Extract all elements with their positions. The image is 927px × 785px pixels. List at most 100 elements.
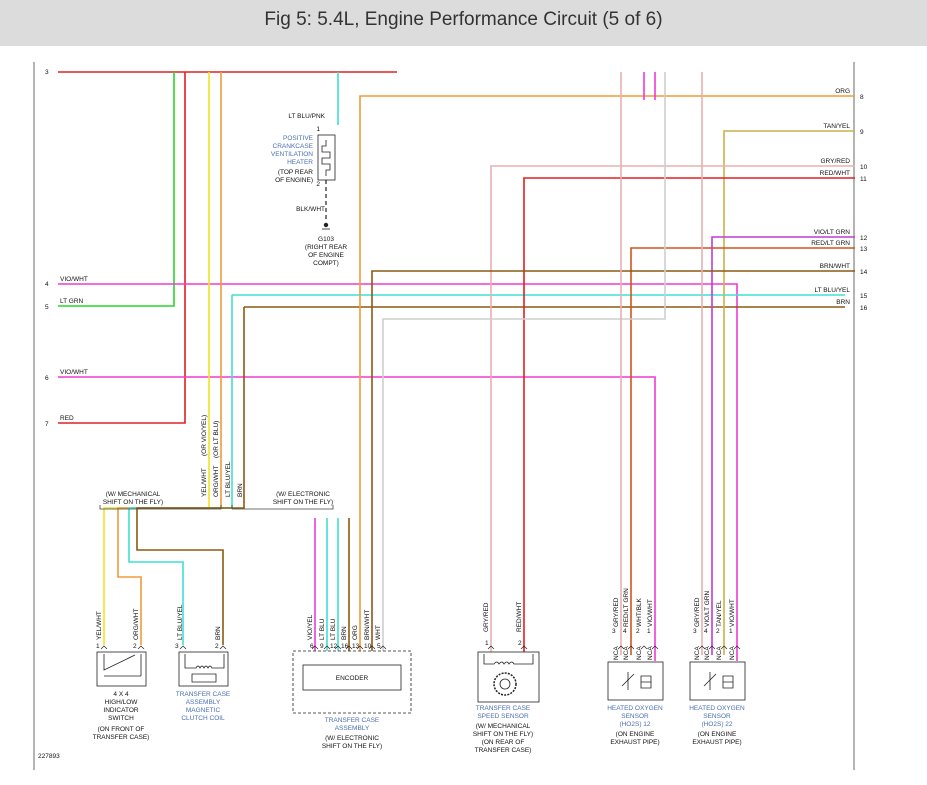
splice-mech-2: SHIFT ON THE FLY)	[103, 499, 163, 506]
ho2s22-location-2: EXHAUST PIPE)	[692, 739, 741, 746]
wire-green-5	[58, 72, 175, 307]
ho2s12-name-1: HEATED OXYGEN	[607, 705, 663, 712]
pcv-wire-top-label: LT BLU/PNK	[288, 113, 325, 120]
pin-11: 11	[860, 176, 867, 183]
speed-note-2: SHIFT ON THE FLY)	[473, 731, 533, 738]
wire-gryred-10	[490, 165, 855, 655]
vlabel-brn: BRN	[237, 483, 244, 497]
clutch-pin-3: 3	[175, 643, 179, 650]
label-gry-red: GRY/RED	[821, 158, 851, 165]
encoder-assembly: VIO/YEL LT BLU LT BLU BRN ORG BRN/WHT WH…	[292, 610, 412, 750]
clutch-wire-2: BRN	[215, 626, 222, 640]
wire-brnwht-14	[371, 270, 855, 655]
ho2s12-code-1: NCA	[613, 646, 620, 660]
connector-arrows	[100, 645, 741, 650]
enc-pin-12: 12	[330, 643, 338, 650]
splice-labels: (W/ MECHANICAL SHIFT ON THE FLY) (W/ ELE…	[103, 491, 333, 506]
ho2s12-wire-4: VIO/WHT	[647, 599, 654, 627]
switch-pin-2: 2	[133, 643, 137, 650]
ho2s22-wire-2: VIO/LT GRN	[704, 590, 711, 627]
pin-10: 10	[860, 164, 868, 171]
ho2s12-name-2: SENSOR	[621, 713, 649, 720]
splice-mech-1: (W/ MECHANICAL	[106, 491, 161, 498]
wire-redltgrn-13	[630, 247, 855, 655]
ho2s22-pin-4: 4	[704, 628, 708, 635]
splice-elec-2: SHIFT ON THE FLY)	[273, 499, 333, 506]
pcv-name-4: HEATER	[287, 159, 313, 166]
ho2s12-code-2: NCA	[623, 646, 630, 660]
enc-pin-13: 13	[352, 643, 360, 650]
ho2s22-name-2: SENSOR	[703, 713, 731, 720]
ho2s12-pin-2: 2	[636, 628, 640, 635]
speed-sensor: GRY/RED RED/WHT 1 2 TRANSFER CASE SPEED …	[473, 602, 540, 754]
ho2s22-wire-4: VIO/WHT	[729, 599, 736, 627]
encoder-box	[302, 664, 402, 691]
left-pin-numbers: 3 4 5 6 7	[45, 69, 49, 428]
clutch-name-1: TRANSFER CASE	[176, 691, 231, 698]
enc-pin-9: 9	[320, 643, 324, 650]
enc-wire-4: BRN	[341, 626, 348, 640]
left-wires	[58, 71, 845, 661]
wire-violet-6	[58, 376, 656, 661]
ho2s22-wire-1: GRY/RED	[694, 597, 701, 627]
enc-wire-7: WHT	[375, 625, 382, 640]
title-bar: Fig 5: 5.4L, Engine Performance Circuit …	[0, 0, 927, 46]
wire-yellow	[103, 72, 210, 645]
pin-4: 4	[45, 281, 49, 288]
ho2s22-location-1: (ON ENGINE	[698, 731, 737, 738]
pin-3: 3	[45, 69, 49, 76]
enc-pin-6: 6	[310, 643, 314, 650]
splice-brackets	[99, 505, 334, 510]
enc-pin-16: 16	[341, 643, 349, 650]
speed-wire-2: RED/WHT	[516, 602, 523, 632]
ho2s12-pin-3: 3	[612, 628, 616, 635]
ground-label-4: COMPT)	[313, 260, 339, 267]
clutch-name-2: ASSEMBLY	[186, 699, 221, 706]
clutch-name-3: MAGNETIC	[186, 707, 221, 714]
pcv-heater: LT BLU/PNK 1 POSITIVE CRANKCASE VENTILAT…	[271, 113, 348, 267]
speed-pin-1: 1	[485, 640, 489, 647]
wire-wht	[382, 72, 666, 655]
label-brn-wht: BRN/WHT	[820, 263, 850, 270]
pin-7: 7	[45, 421, 49, 428]
wire-red-7	[58, 72, 186, 424]
ho2s22-name-1: HEATED OXYGEN	[689, 705, 745, 712]
wire-tan-9	[723, 130, 855, 655]
ho2s22-code-1: NCA	[694, 646, 701, 660]
enc-wire-3: LT BLU	[330, 618, 337, 640]
label-vio-lt-grn: VIO/LT GRN	[814, 229, 851, 236]
pcv-name-2: CRANKCASE	[273, 143, 314, 150]
switch-pin-1: 1	[96, 643, 100, 650]
oxygen-sensor-icon	[621, 672, 652, 690]
switch-name-4: SWITCH	[108, 715, 134, 722]
speed-note-4: TRANSFER CASE)	[475, 747, 532, 754]
pcv-wire-bottom-label: BLK/WHT	[296, 206, 325, 213]
ho2s12-pin-4: 4	[623, 628, 627, 635]
enc-wire-5: ORG	[352, 625, 359, 640]
clutch-name-4: CLUTCH COIL	[181, 715, 225, 722]
pcv-pin-2: 2	[316, 181, 320, 188]
wire-org-8	[359, 95, 855, 655]
pin-15: 15	[860, 293, 868, 300]
switch-location-1: (ON FRONT OF	[98, 726, 145, 733]
pin-16: 16	[860, 305, 868, 312]
wire-violtgrn-12	[711, 236, 855, 655]
right-wires	[314, 72, 855, 655]
figure-id: 227893	[38, 753, 60, 760]
label-red-7: RED	[60, 415, 74, 422]
vertical-wire-labels: YEL/WHT (OR VIO/YEL) ORG/WHT (OR LT BLU)…	[201, 415, 244, 497]
pcv-name-1: POSITIVE	[283, 135, 314, 142]
ho2s12-wire-2: RED/LT GRN	[623, 588, 630, 627]
pin-6: 6	[45, 375, 49, 382]
ho2s22-code-4: NCA	[729, 646, 736, 660]
enc-pin-10: 10	[364, 643, 372, 650]
wire-redwht-11	[523, 177, 855, 655]
label-lt-grn-5: LT GRN	[60, 298, 84, 305]
ho2s12-wire-1: GRY/RED	[613, 597, 620, 627]
clutch-coil: LT BLU/YEL BRN 3 2 TRANSFER CASE ASSEMBL…	[175, 604, 231, 722]
ho2s12-wire-3: WHT/BLK	[636, 597, 643, 627]
ho2s-22: GRY/RED VIO/LT GRN TAN/YEL VIO/WHT 3 4 2…	[689, 590, 746, 746]
vlabel-org-wht: ORG/WHT	[213, 466, 220, 497]
wire-violet-top	[643, 72, 656, 100]
